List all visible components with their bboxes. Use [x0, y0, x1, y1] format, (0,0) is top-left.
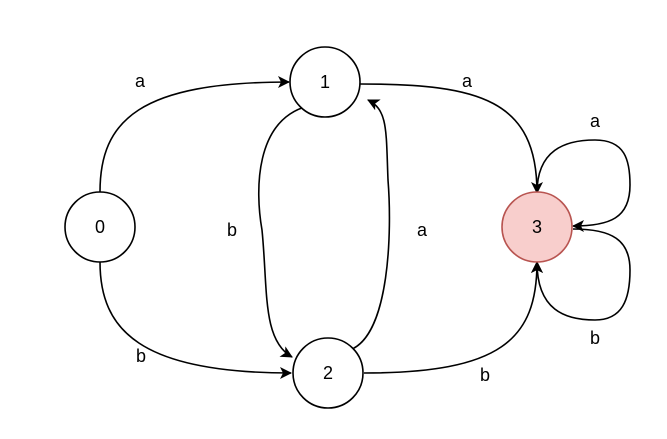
- state-3-label: 3: [532, 217, 542, 237]
- edge-label-3-3-b: b: [590, 328, 600, 348]
- state-1-label: 1: [320, 72, 330, 92]
- state-0[interactable]: 0: [64, 191, 136, 263]
- edge-labels: a b b a a b a b: [135, 71, 601, 385]
- state-0-label: 0: [95, 217, 105, 237]
- state-3[interactable]: 3: [501, 191, 573, 263]
- edge-0-1: [99, 76, 290, 193]
- edge-label-1-3: a: [462, 71, 473, 91]
- edge-3-3-b: [531, 228, 631, 321]
- edge-label-0-2: b: [136, 346, 146, 366]
- edge-0-2: [99, 261, 292, 379]
- edge-2-3: [363, 261, 543, 374]
- state-2-circle: [292, 337, 364, 409]
- edge-2-1: [349, 99, 391, 351]
- edge-label-3-3-a: a: [590, 111, 601, 131]
- edge-label-2-3: b: [480, 365, 490, 385]
- state-2-label: 2: [323, 363, 333, 383]
- state-3-circle: [501, 191, 573, 263]
- state-1[interactable]: 1: [289, 46, 361, 118]
- states: 0 1 2 3: [64, 46, 573, 409]
- edges: [99, 76, 631, 379]
- edge-label-1-2: b: [227, 220, 237, 240]
- state-2[interactable]: 2: [292, 337, 364, 409]
- edge-label-0-1: a: [135, 71, 146, 91]
- edge-1-3: [359, 83, 543, 194]
- edge-label-2-1: a: [417, 220, 428, 240]
- state-0-circle: [64, 191, 136, 263]
- state-1-circle: [289, 46, 361, 118]
- edge-1-2: [258, 105, 309, 358]
- edge-3-3-a: [536, 139, 631, 232]
